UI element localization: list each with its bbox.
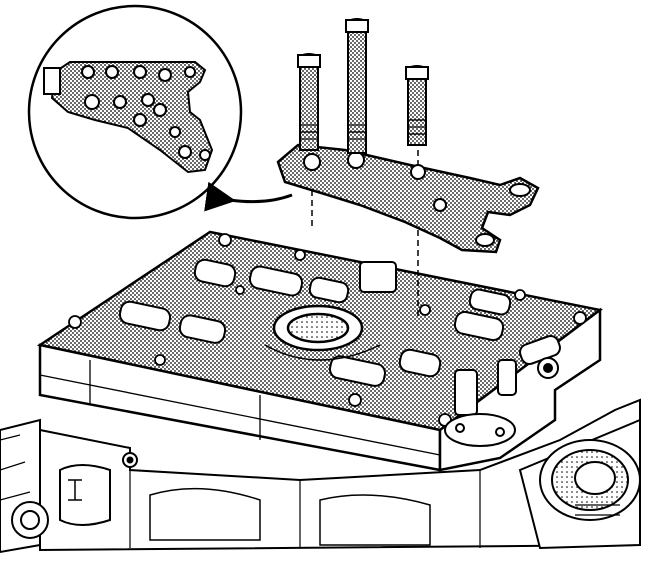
inset-bracket [43,61,214,174]
detail-inset [27,4,243,220]
valve-body-assembly [36,230,603,472]
inset-holes [81,65,211,161]
bracket-bolts [297,18,429,154]
output-shaft [518,418,641,550]
valve-body-bolts [68,233,587,427]
detail-arrow [204,181,293,212]
side-fittings [444,357,559,447]
transmission-case [0,398,641,554]
bolt-1 [297,53,321,151]
bolt-2 [345,18,369,154]
accumulator [264,304,381,361]
bolt-3 [405,65,429,146]
valve-spools [118,258,561,387]
mounting-bracket [276,143,540,254]
